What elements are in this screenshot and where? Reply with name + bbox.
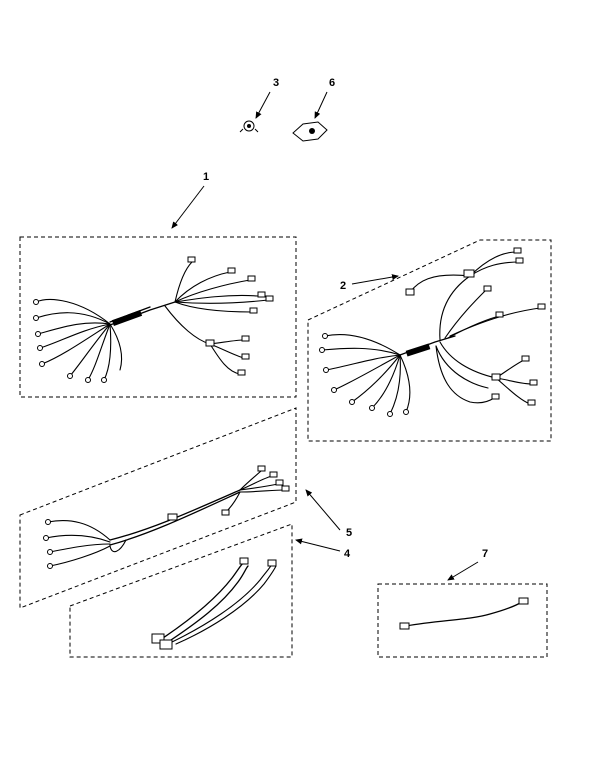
callout-6: 6 xyxy=(329,77,335,89)
part-4-box xyxy=(69,523,293,658)
part-2-box xyxy=(307,239,552,442)
callout-7: 7 xyxy=(482,548,488,560)
leader-4 xyxy=(295,538,341,552)
callout-2: 2 xyxy=(340,280,346,292)
leader-5 xyxy=(305,489,341,531)
part-3-screw: 3 xyxy=(239,77,279,133)
part-1-harness: 1 xyxy=(19,171,297,398)
callout-1: 1 xyxy=(203,171,209,183)
leader-7 xyxy=(447,561,479,581)
leader-3 xyxy=(255,91,271,119)
part-7-box xyxy=(377,583,548,658)
part-7-jumper-wire: 7 xyxy=(377,548,548,658)
callout-3: 3 xyxy=(273,77,279,89)
leader-1 xyxy=(171,185,205,229)
part-6-clip: 6 xyxy=(292,77,335,142)
part-5-harness: 5 xyxy=(19,407,352,609)
leader-6 xyxy=(314,91,328,119)
part-4-harness: 4 xyxy=(69,523,351,658)
part-1-box xyxy=(19,236,297,398)
part-2-harness: 2 xyxy=(307,239,552,442)
leader-2 xyxy=(351,274,399,285)
part-5-box xyxy=(19,407,297,609)
callout-4: 4 xyxy=(344,548,351,560)
callout-5: 5 xyxy=(346,527,352,539)
